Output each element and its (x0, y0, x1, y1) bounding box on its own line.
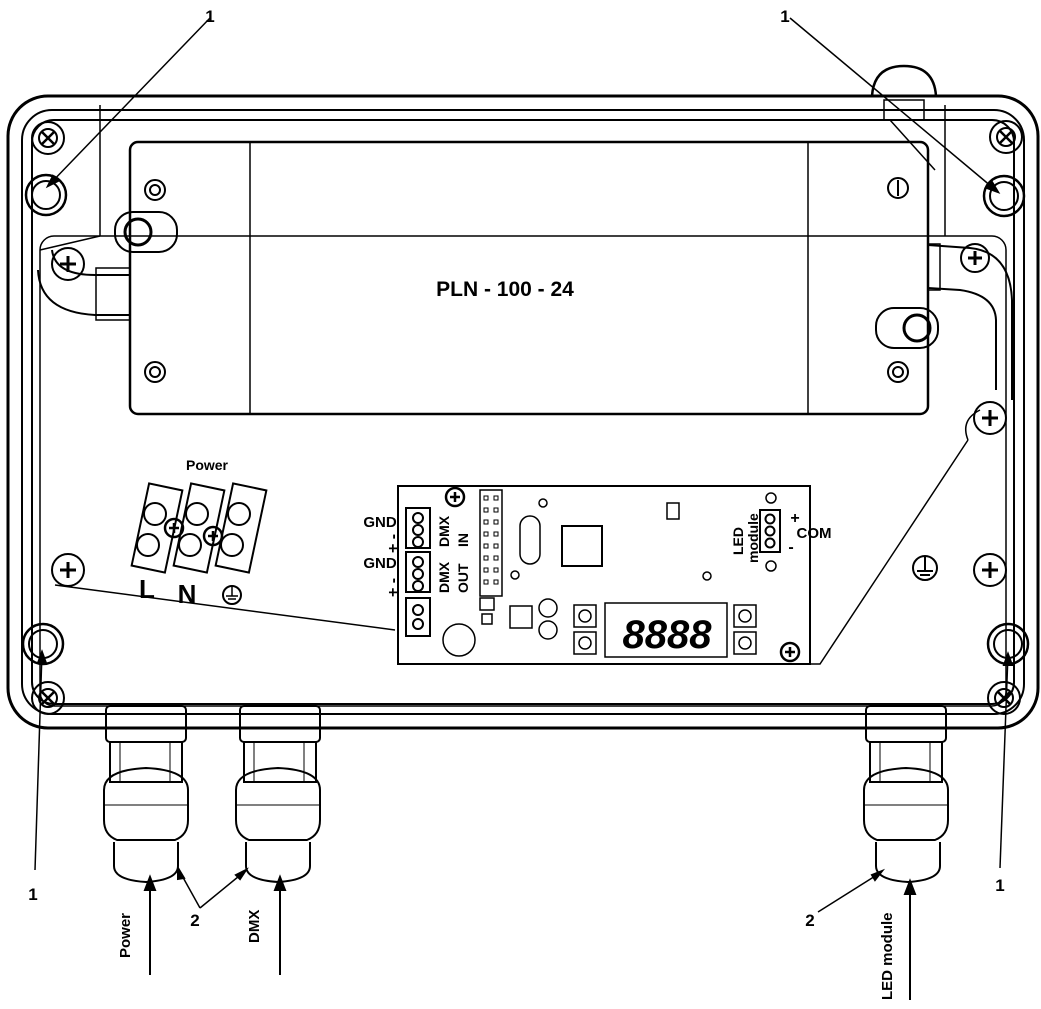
psu-label: PLN - 100 - 24 (436, 278, 574, 301)
pcb-gnd-top: GND (363, 514, 397, 531)
pcb-dmx-out-connector (405, 551, 431, 593)
terminal-title: Power (186, 457, 229, 473)
terminal-l-label: L (139, 574, 155, 604)
vent-cap (870, 64, 938, 97)
pcb-dmx-in-1: DMX (436, 515, 452, 547)
pcb-minus: - (788, 539, 793, 556)
input-led-label: LED module (879, 912, 896, 1000)
callout-1-bottom-right: 1 (995, 876, 1004, 895)
terminal-n-label: N (178, 579, 197, 609)
callout-2-glands: 2 (190, 911, 199, 930)
pcb-led-1: LED (730, 527, 746, 555)
cross-screw-left-bottom (51, 553, 85, 587)
pcb-display (604, 602, 728, 658)
gland-dmx (235, 705, 321, 884)
pcb-buttons-right (733, 604, 757, 655)
pcb-led-2: module (745, 513, 761, 563)
pcb-display-digits: 8888 (623, 613, 713, 657)
screw-top-right (989, 120, 1023, 154)
callout-1-top-right: 1 (780, 7, 789, 26)
screw-bottom-right (987, 681, 1021, 715)
mains-terminal-block (130, 482, 268, 574)
pcb-pm-top: + - (385, 534, 402, 553)
pcb-dmx-in-connector (405, 507, 431, 549)
cross-screw-left-top (51, 247, 85, 281)
pcb-led-connector (759, 509, 781, 553)
gland-led (863, 705, 949, 884)
gland-power (103, 705, 189, 884)
housing-outer (6, 94, 1040, 730)
housing-rim-2 (31, 119, 1015, 705)
callout-2-led-gland: 2 (805, 911, 814, 930)
pcb-dmx-out-2: OUT (455, 563, 471, 593)
pcb-gnd-bottom: GND (363, 555, 397, 572)
input-power-label: Power (117, 913, 134, 958)
pcb-dmx-in-2: IN (455, 533, 471, 547)
screw-bottom-left (31, 681, 65, 715)
psu-cable-left (37, 249, 130, 316)
screw-top-left (31, 121, 65, 155)
earth-symbol-chassis (912, 555, 938, 581)
pcb-pin-header (479, 489, 503, 597)
pcb-buttons-left (573, 604, 597, 655)
pcb-board (397, 485, 811, 665)
housing-rim-1 (21, 109, 1025, 715)
callout-1-top-left: 1 (205, 7, 214, 26)
cross-screw-right-top (960, 243, 990, 273)
input-dmx-label: DMX (246, 910, 263, 943)
cross-screw-right-bottom (973, 553, 1007, 587)
pcb-dmx-out-1: DMX (436, 561, 452, 593)
pcb-power-connector (405, 597, 431, 637)
pcb-com: COM (797, 525, 832, 542)
callout-1-bottom-left: 1 (28, 885, 37, 904)
mount-hole-tr (982, 174, 1026, 218)
cross-screw-right-mid (973, 401, 1007, 435)
psu-cable-right (927, 244, 1013, 400)
pcb-pm-bottom: + - (385, 578, 402, 597)
pcb-plus: + (790, 510, 799, 527)
housing-inner (39, 235, 1007, 707)
mount-hole-tl (24, 173, 68, 217)
earth-symbol-terminal (222, 585, 242, 605)
